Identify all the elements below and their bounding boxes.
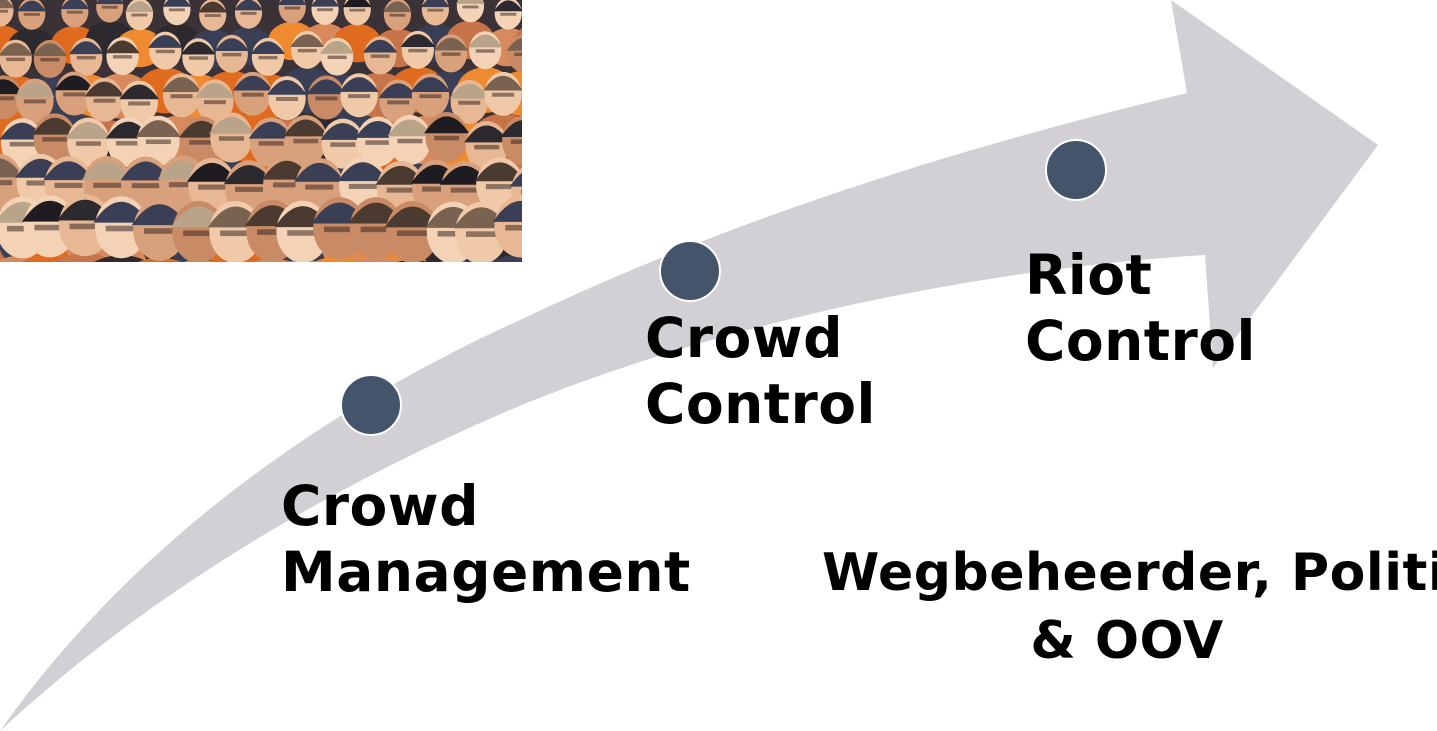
stage-label-riot-control: Riot Control: [1025, 242, 1256, 374]
arrow-body: [0, 0, 1378, 731]
stage-label-line: Riot: [1025, 243, 1153, 307]
stage-node-riot-control: [1045, 139, 1107, 201]
stakeholders-line: Wegbeheerder, Politie: [822, 543, 1437, 603]
stage-node-crowd-control: [659, 240, 721, 302]
stage-label-line: Control: [645, 372, 876, 436]
stage-label-crowd-management: Crowd Management: [281, 473, 691, 605]
crowd-photo: [0, 0, 522, 262]
stage-label-line: Crowd: [645, 306, 843, 370]
crowd-photo-image: [0, 0, 522, 262]
stage-label-line: Control: [1025, 309, 1256, 373]
stage-label-crowd-control: Crowd Control: [645, 305, 876, 437]
stakeholders-label: Wegbeheerder, Politie & OOV: [822, 539, 1437, 675]
stage-node-crowd-management: [340, 374, 402, 436]
stage-label-line: Management: [281, 540, 691, 604]
stakeholders-line: & OOV: [1030, 611, 1224, 671]
stage-label-line: Crowd: [281, 474, 479, 538]
